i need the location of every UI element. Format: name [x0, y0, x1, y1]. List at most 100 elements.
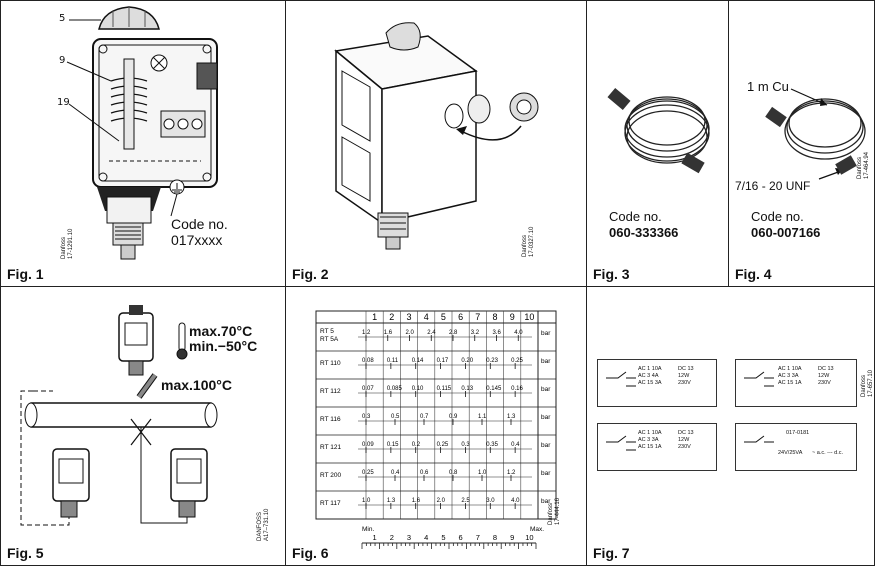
row-value: 1.3 — [387, 498, 396, 504]
row-value: 0.115 — [437, 386, 452, 392]
row-value: 3.6 — [493, 330, 502, 336]
bottom-scale-label: 6 — [459, 533, 463, 542]
fig2-housing-drawing — [334, 22, 539, 250]
fig1-code-title: Code no. — [171, 216, 228, 232]
bottom-min: Min. — [362, 526, 374, 533]
fig5-temp-bulb: max.100°C — [161, 377, 232, 393]
fig2-label: Fig. 2 — [292, 266, 329, 282]
fig4-panel: 1 m Cu 7/16 - 20 UNF Code no. 060-007166… — [728, 0, 875, 287]
row-unit: bar — [541, 330, 551, 337]
top-scale-label: 2 — [389, 312, 394, 322]
fig3-label: Fig. 3 — [593, 266, 630, 282]
row-unit: bar — [541, 414, 551, 421]
row-value: 0.15 — [387, 442, 399, 448]
row-value: 2.0 — [406, 330, 415, 336]
fig5-installation-drawing — [20, 305, 218, 526]
row-unit: bar — [541, 442, 551, 449]
bottom-scale-label: 5 — [441, 533, 445, 542]
fig3-code-value: 060-333366 — [609, 225, 679, 240]
row-name: RT 5 — [320, 328, 334, 335]
callout-19: 19 — [57, 97, 70, 108]
fig7-label: Fig. 7 — [593, 545, 630, 561]
row-value: 0.09 — [362, 442, 374, 448]
row-value: 1.2 — [507, 470, 516, 476]
row-value: 1.6 — [384, 330, 393, 336]
row-value: 2.4 — [427, 330, 436, 336]
row-value: 1.3 — [507, 414, 516, 420]
top-scale-label: 1 — [372, 312, 377, 322]
row-value: 3.2 — [471, 330, 480, 336]
row-value: 0.07 — [362, 386, 374, 392]
top-scale-label: 10 — [524, 312, 534, 322]
row-value: 0.11 — [387, 358, 399, 364]
callout-9: 9 — [59, 55, 66, 66]
top-scale-label: 6 — [458, 312, 463, 322]
bottom-scale-label: 4 — [424, 533, 428, 542]
row-name: RT 112 — [320, 388, 341, 395]
bottom-scale-label: 7 — [476, 533, 480, 542]
row-value: 0.14 — [412, 358, 424, 364]
row-value: 0.16 — [511, 386, 523, 392]
top-scale-label: 7 — [475, 312, 480, 322]
row-value: 2.0 — [437, 498, 446, 504]
row-value: 1.0 — [362, 498, 371, 504]
row-value: 0.5 — [391, 414, 400, 420]
top-scale-label: 3 — [406, 312, 411, 322]
row-value: 0.7 — [420, 414, 429, 420]
top-scale-label: 9 — [510, 312, 515, 322]
bottom-scale-label: 8 — [493, 533, 497, 542]
bottom-scale-label: 2 — [390, 533, 394, 542]
fig3-panel: Code no. 060-333366 Fig. 3 — [586, 0, 729, 287]
fig3-code-block: Code no. 060-333366 — [609, 209, 678, 241]
row-value: 0.17 — [437, 358, 449, 364]
row-value: 0.4 — [511, 442, 520, 448]
row-unit: bar — [541, 386, 551, 393]
bottom-scale-label: 3 — [407, 533, 411, 542]
fig6-label: Fig. 6 — [292, 545, 329, 561]
fig4-tube-label: 1 m Cu — [747, 79, 789, 94]
row-name: RT 5A — [320, 336, 339, 343]
row-value: 0.8 — [449, 470, 458, 476]
row-value: 0.10 — [412, 386, 424, 392]
row-unit: bar — [541, 358, 551, 365]
fig1-label: Fig. 1 — [7, 266, 44, 282]
row-value: 2.5 — [461, 498, 470, 504]
fig3-capillary-drawing — [607, 87, 710, 174]
top-scale-label: 5 — [441, 312, 446, 322]
fig4-label: Fig. 4 — [735, 266, 772, 282]
row-value: 0.9 — [449, 414, 458, 420]
row-value: 4.0 — [514, 330, 523, 336]
fig3-code-title: Code no. — [609, 209, 662, 224]
row-value: 0.6 — [420, 470, 429, 476]
row-name: RT 116 — [320, 416, 341, 423]
row-unit: bar — [541, 470, 551, 477]
table-border — [315, 310, 557, 520]
row-value: 3.0 — [486, 498, 495, 504]
bottom-max: Max. — [530, 526, 544, 533]
row-value: 0.13 — [461, 386, 473, 392]
bottom-scale-label: 9 — [510, 533, 514, 542]
top-scale-label: 8 — [492, 312, 497, 322]
row-value: 0.085 — [387, 386, 403, 392]
row-value: 0.145 — [486, 386, 502, 392]
row-value: 0.20 — [461, 358, 473, 364]
row-value: 0.25 — [437, 442, 449, 448]
fig7-plate-4: 017-0181 24V/25VA ~ a.c. --- d.c. — [735, 423, 857, 471]
fig1-code-block: Code no. 017xxxx — [171, 216, 228, 248]
row-value: 0.08 — [362, 358, 374, 364]
fig4-code-value: 060-007166 — [751, 225, 821, 240]
fig4-code-block: Code no. 060-007166 — [751, 209, 820, 241]
row-value: 0.35 — [486, 442, 498, 448]
row-unit: bar — [541, 498, 551, 505]
